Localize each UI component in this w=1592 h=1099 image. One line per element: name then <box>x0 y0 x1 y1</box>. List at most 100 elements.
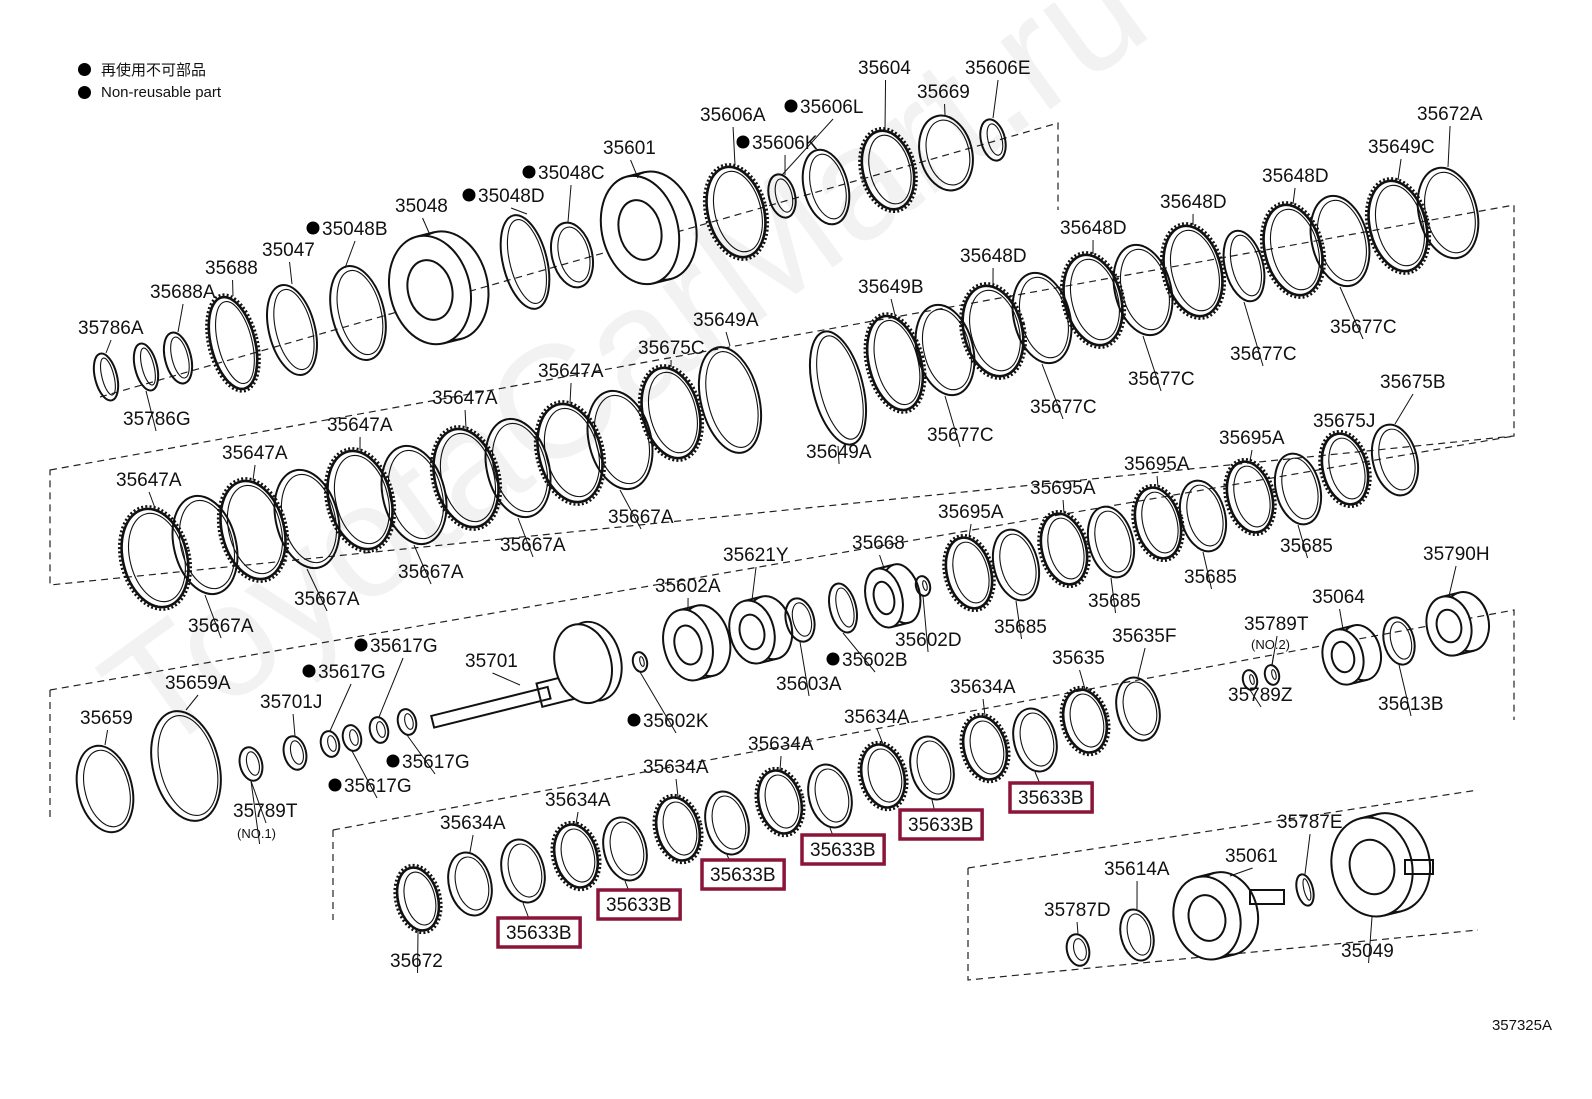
clutch-plate-part <box>652 793 704 865</box>
callout-label: 35677C <box>1030 397 1097 418</box>
callout-leader <box>1243 301 1264 367</box>
callout-label: 35685 <box>1088 591 1141 612</box>
callout-leader <box>879 554 885 569</box>
clutch-plate-part <box>858 126 918 214</box>
callout-label: 35675C <box>638 338 705 359</box>
callout-label: 35617G <box>318 662 386 683</box>
callout-label: 35695A <box>938 502 1004 523</box>
callout-label: 35695A <box>1030 478 1096 499</box>
clutch-plate-part <box>1159 222 1227 320</box>
clutch-plate-part <box>1131 483 1185 563</box>
callout-leader <box>1202 551 1213 590</box>
callout-label: 35647A <box>222 443 288 464</box>
ring-part <box>1382 616 1416 666</box>
clutch-plate-part <box>533 400 607 506</box>
callout-leader <box>185 694 199 711</box>
shaft-stub-part <box>1249 889 1285 905</box>
callout-leader <box>799 641 810 697</box>
callout-label: 35677C <box>1330 317 1397 338</box>
clutch-plate-part <box>959 282 1027 380</box>
callout-label: 35647A <box>327 415 393 436</box>
callout-label: (NO.1) <box>237 826 276 841</box>
callout-label: 35685 <box>994 617 1047 638</box>
ring-part <box>162 331 194 385</box>
callout-label: 35633B <box>810 840 876 861</box>
callout-label: 35648D <box>1262 166 1329 187</box>
callout-leader <box>992 79 999 119</box>
callout-leader <box>944 395 961 448</box>
callout-leader <box>406 734 436 775</box>
callout-label: 35659 <box>80 708 133 729</box>
callout-label: 35677C <box>927 425 994 446</box>
callout-leader <box>1229 867 1253 877</box>
callout-label: 35604 <box>858 58 911 79</box>
ring-part <box>828 582 858 634</box>
callout-label: 35617G <box>402 752 470 773</box>
callout-label: 35786A <box>78 318 144 339</box>
callout-leader <box>1368 916 1373 964</box>
callout-leader <box>492 672 521 686</box>
callout-label: 35649B <box>858 277 924 298</box>
ring-part <box>808 330 868 446</box>
callout-label: 35649A <box>806 442 872 463</box>
callout-label: 35649A <box>693 310 759 331</box>
callout-label: 35048 <box>395 196 448 217</box>
callout-label: 35667A <box>188 616 254 637</box>
ring-part <box>979 118 1007 162</box>
ring-part <box>132 342 160 392</box>
callout-label: 35701 <box>465 651 518 672</box>
callout-leader <box>252 464 256 481</box>
callout-label: 35602D <box>895 630 962 651</box>
nonreusable-dot-icon <box>736 135 750 149</box>
callout-leader <box>1015 600 1023 640</box>
input-shaft-part <box>430 620 623 729</box>
nonreusable-dot-icon <box>522 165 536 179</box>
callout-label: 35634A <box>545 790 611 811</box>
callout-leader <box>1394 393 1414 425</box>
nonreusable-dot-icon <box>627 713 641 727</box>
highlight-box <box>1008 781 1094 814</box>
callout-leader <box>422 217 431 236</box>
callout-label: 35617G <box>370 636 438 657</box>
ring-part <box>266 284 318 376</box>
callout-leader <box>779 755 782 771</box>
callout-leader <box>413 544 432 585</box>
highlight-box <box>700 858 786 891</box>
callout-label: 35606K <box>752 133 818 154</box>
callout-label: 35647A <box>432 388 498 409</box>
ring-part <box>704 790 750 856</box>
callout-label: 35685 <box>1184 567 1237 588</box>
callout-label: 35633B <box>908 815 974 836</box>
callout-leader <box>982 698 986 717</box>
nonreusable-dot-icon <box>78 63 91 76</box>
ring-part <box>1295 873 1315 907</box>
callout-label: 35621Y <box>723 545 789 566</box>
clutch-plate-part <box>702 163 770 261</box>
callout-leader <box>1292 187 1296 205</box>
callout-label: 35633B <box>506 923 572 944</box>
callout-leader <box>177 303 184 333</box>
callout-label: 35787D <box>1044 900 1111 921</box>
callout-leader <box>469 834 474 853</box>
callout-leader <box>292 713 296 737</box>
callout-label: 35790H <box>1423 544 1490 565</box>
callout-leader <box>1079 669 1086 690</box>
callout-leader <box>329 683 352 732</box>
drum-part <box>662 604 732 682</box>
legend: 再使用不可部品 Non-reusable part <box>78 58 221 104</box>
drum-part <box>599 170 698 286</box>
callout-label: 35635F <box>1112 626 1176 647</box>
ring-part <box>602 816 648 882</box>
ring-part <box>484 417 552 519</box>
nonreusable-dot-icon <box>328 778 342 792</box>
callout-leader <box>968 523 972 538</box>
clutch-plate-part <box>754 766 806 838</box>
callout-label: 35647A <box>538 361 604 382</box>
callout-leader <box>569 382 572 404</box>
ring-part <box>914 575 932 597</box>
clutch-plate-part <box>959 712 1011 784</box>
clutch-plate-part <box>117 505 193 611</box>
shaft-stub-part <box>1404 859 1434 875</box>
callout-leader <box>148 491 156 509</box>
nonreusable-dot-icon <box>826 652 840 666</box>
